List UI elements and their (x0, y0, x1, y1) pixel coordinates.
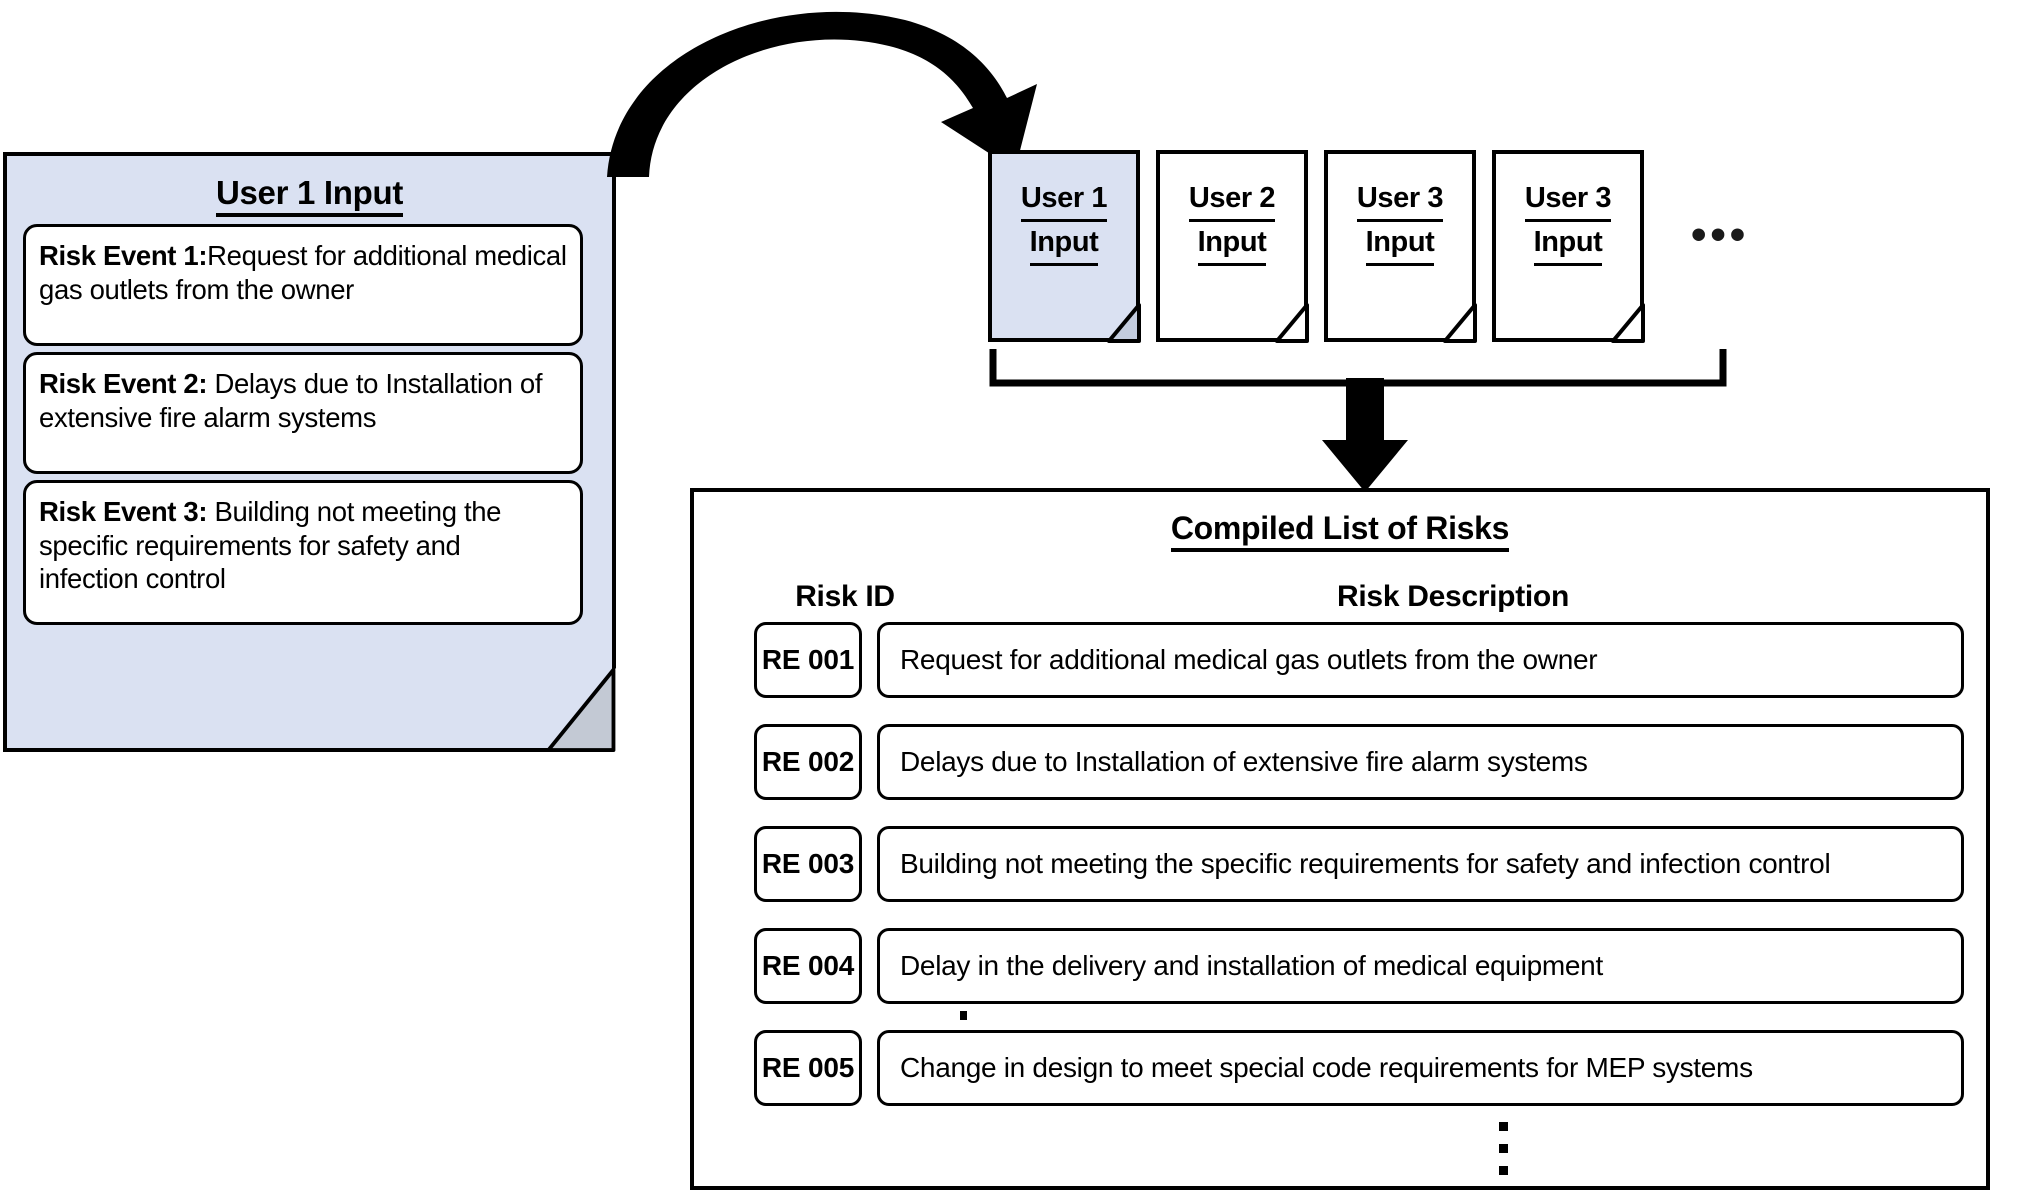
document-card-user-3[interactable]: User 3 Input (1324, 150, 1477, 343)
document-card-line2: Input (1533, 222, 1603, 267)
down-arrow-icon (1322, 378, 1408, 492)
risk-id-cell: RE 005 (754, 1030, 862, 1106)
risk-event-text: Building not meeting the specific requir… (39, 496, 502, 595)
document-card-line2: Input (1197, 222, 1267, 267)
risk-event-text: Request for additional medical gas outle… (39, 240, 567, 305)
panel-corner-fold-icon (546, 667, 616, 752)
document-card-user-4[interactable]: User 3 Input (1492, 150, 1645, 343)
document-card-page (1324, 150, 1476, 342)
document-card-line1: User 3 (1356, 178, 1444, 223)
document-card-line1: User 3 (1524, 178, 1612, 223)
page-fold-icon (1107, 303, 1141, 343)
page-fold-icon (1443, 303, 1477, 343)
ellipsis-dot (1499, 1166, 1508, 1175)
risk-id-cell: RE 001 (754, 622, 862, 698)
column-header-risk-id: Risk ID (795, 580, 895, 613)
document-card-user-2[interactable]: User 2 Input (1156, 150, 1309, 343)
risk-event-box: Risk Event 3: Building not meeting the s… (23, 480, 583, 625)
page-title: User 1 Input (3, 174, 616, 217)
document-card-label: User 3 Input (1492, 178, 1644, 267)
column-header-risk-description: Risk Description (1337, 580, 1569, 613)
risk-event-box: Risk Event 2: Delays due to Installation… (23, 352, 583, 474)
user-input-panel: User 1 Input Risk Event 1:Request for ad… (3, 152, 616, 752)
risk-description-cell: Delays due to Installation of extensive … (877, 724, 1964, 800)
risk-id-cell: RE 002 (754, 724, 862, 800)
risk-event-label: Risk Event 3: (39, 496, 208, 527)
document-card-label: User 1 Input (988, 178, 1140, 267)
row-separator-dot (960, 1011, 967, 1020)
table-row: RE 004 Delay in the delivery and install… (694, 928, 1986, 1004)
risk-description-cell: Delay in the delivery and installation o… (877, 928, 1964, 1004)
document-card-label: User 3 Input (1324, 178, 1476, 267)
risk-event-text: Delays due to Installation of extensive … (39, 368, 543, 433)
page-title-text: User 1 Input (215, 174, 403, 217)
compiled-list-title: Compiled List of Risks (694, 510, 1986, 552)
table-continuation-ellipsis (1499, 1122, 1509, 1188)
risk-event-label: Risk Event 1: (39, 240, 208, 271)
document-card-line2: Input (1029, 222, 1099, 267)
ellipsis-dot (1499, 1122, 1508, 1131)
ellipsis-dot (1499, 1144, 1508, 1153)
document-card-line1: User 2 (1188, 178, 1276, 223)
risk-description-cell: Building not meeting the specific requir… (877, 826, 1964, 902)
document-card-page (1156, 150, 1308, 342)
risk-description-cell: Change in design to meet special code re… (877, 1030, 1964, 1106)
document-card-line1: User 1 (1020, 178, 1108, 223)
page-fold-icon (1275, 303, 1309, 343)
document-card-page (1492, 150, 1644, 342)
table-row: RE 003 Building not meeting the specific… (694, 826, 1986, 902)
compiled-list-panel: Compiled List of Risks Risk ID Risk Desc… (690, 488, 1990, 1190)
risk-id-cell: RE 003 (754, 826, 862, 902)
table-row: RE 001 Request for additional medical ga… (694, 622, 1986, 698)
table-row: RE 005 Change in design to meet special … (694, 1030, 1986, 1106)
risk-description-cell: Request for additional medical gas outle… (877, 622, 1964, 698)
risk-event-box: Risk Event 1:Request for additional medi… (23, 224, 583, 346)
document-cards-ellipsis: ••• (1691, 210, 1750, 259)
document-card-page (988, 150, 1140, 342)
compiled-list-title-text: Compiled List of Risks (1170, 510, 1509, 552)
document-card-label: User 2 Input (1156, 178, 1308, 267)
table-row: RE 002 Delays due to Installation of ext… (694, 724, 1986, 800)
document-card-line2: Input (1365, 222, 1435, 267)
risk-id-cell: RE 004 (754, 928, 862, 1004)
document-card-user-1[interactable]: User 1 Input (988, 150, 1141, 343)
risk-event-label: Risk Event 2: (39, 368, 208, 399)
page-fold-icon (1611, 303, 1645, 343)
curved-arrow-icon (607, 11, 1037, 177)
